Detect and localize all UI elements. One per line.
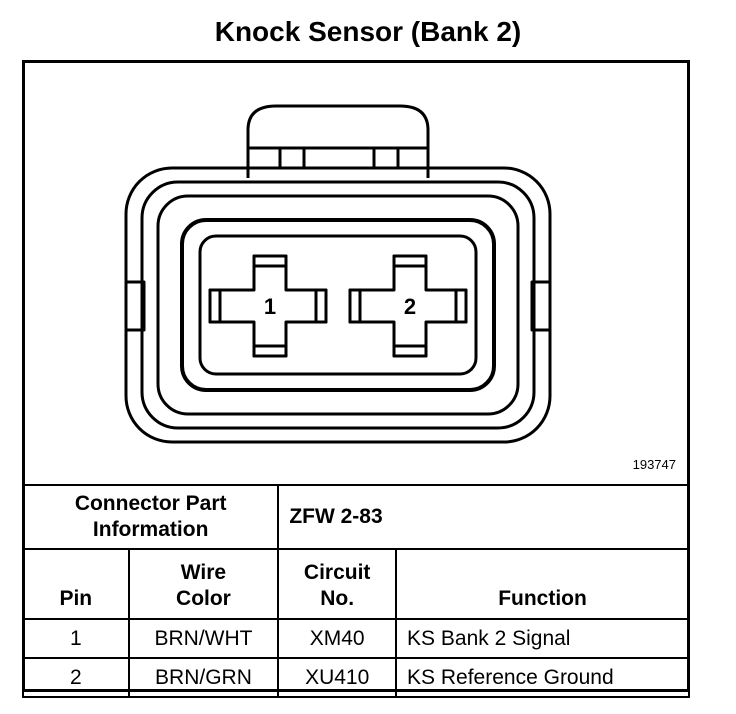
row-function: KS Bank 2 Signal <box>395 618 690 659</box>
row-circuit: XU410 <box>277 657 398 698</box>
connector-cavity <box>180 218 496 392</box>
diagram-title: Knock Sensor (Bank 2) <box>214 16 522 47</box>
row-wire-color: BRN/WHT <box>127 618 280 659</box>
part-info-row: Connector Part Information ZFW 2-83 <box>21 484 690 550</box>
pin-2-terminal <box>348 254 468 358</box>
connector-body <box>124 166 552 444</box>
table-row: 1 BRN/WHT XM40 KS Bank 2 Signal <box>22 618 690 659</box>
connector-latch <box>246 104 430 178</box>
pin-2-label: 2 <box>404 294 416 319</box>
header-pin: Pin <box>22 548 130 620</box>
header-wire-color: Wire Color <box>127 548 280 620</box>
connector-drawing: 1 2 <box>124 104 552 444</box>
header-row: Pin Wire Color Circuit No. Function <box>22 548 690 620</box>
part-info-label: Connector Part Information <box>21 484 280 550</box>
row-function: KS Reference Ground <box>395 657 690 698</box>
pin-1-label: 1 <box>264 294 276 319</box>
figure-number: 193747 <box>632 457 676 472</box>
row-pin: 2 <box>22 657 130 698</box>
part-info-value: ZFW 2-83 <box>277 484 690 550</box>
pinout-table: Connector Part Information ZFW 2-83 Pin … <box>21 484 690 698</box>
pin-1-terminal <box>208 254 328 358</box>
row-wire-color: BRN/GRN <box>127 657 280 698</box>
header-function: Function <box>395 548 690 620</box>
table-row: 2 BRN/GRN XU410 KS Reference Ground <box>22 657 690 698</box>
row-pin: 1 <box>22 618 130 659</box>
row-circuit: XM40 <box>277 618 398 659</box>
header-circuit: Circuit No. <box>277 548 398 620</box>
